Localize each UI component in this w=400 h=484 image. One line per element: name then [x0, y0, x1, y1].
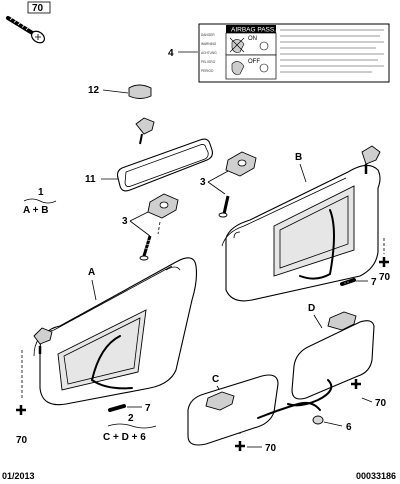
svg-text:DANGER: DANGER — [201, 33, 215, 37]
part-number-70-right: 70 — [379, 272, 391, 283]
sun-visor-a: A — [33, 257, 198, 406]
child-seat-icon — [229, 37, 269, 75]
screw-right — [222, 195, 230, 215]
part-number-box — [27, 1, 51, 14]
connector-6: 6 — [312, 415, 352, 433]
label-on: ON — [248, 36, 257, 42]
part-label-b: B — [295, 152, 302, 163]
part-number-6: 6 — [346, 422, 352, 433]
right-clip-assembly: 3 — [200, 151, 257, 218]
warning-languages-left: DANGER WARNING ACHTUNG PELIGRO PERIGO — [201, 33, 217, 73]
part-label-c: C — [212, 374, 219, 385]
part-label-a: A — [88, 267, 95, 278]
variant-2-number: 2 — [128, 413, 134, 424]
label-off: OFF — [248, 59, 260, 65]
part-number-7-left: 7 — [145, 403, 151, 414]
part-number-70-left: 70 — [16, 435, 28, 446]
variant-1-note: 1 A + B — [23, 187, 57, 216]
sun-visor-c: C — [187, 374, 321, 446]
svg-text:PELIGRO: PELIGRO — [201, 60, 216, 64]
warning-text-lines — [280, 29, 384, 73]
plus-icon — [16, 405, 26, 415]
part-number-4: 4 — [168, 48, 174, 59]
variant-1-number: 1 — [38, 187, 44, 198]
screw-icon — [6, 16, 46, 44]
svg-text:WARNING: WARNING — [201, 42, 217, 46]
screw-left — [142, 235, 152, 257]
part-number-7-right: 7 — [371, 277, 377, 288]
part-number-12: 12 — [88, 85, 100, 96]
sun-visor-b: B — [221, 145, 381, 302]
svg-text:ACHTUNG: ACHTUNG — [201, 51, 217, 55]
variant-2-note: 2 C + D + 6 — [103, 413, 157, 443]
bulb-7-right: 7 — [340, 277, 377, 288]
part-number-70-c: 70 — [265, 443, 277, 454]
plus-icon — [379, 257, 389, 267]
visor-d-clip — [327, 311, 357, 331]
fixing-70-left: 70 — [16, 350, 28, 446]
part-number-70-d: 70 — [375, 398, 387, 409]
visor-c-body — [187, 374, 279, 446]
svg-text:PERIGO: PERIGO — [201, 69, 214, 73]
part-number-11: 11 — [85, 174, 96, 185]
footer-reference: 00033186 — [355, 471, 396, 481]
visor-a-wiring — [90, 335, 133, 390]
airbag-warning-label: 4 AIRBAG PASS. ON OFF DANGER WARNING ACH… — [168, 23, 390, 83]
part-number-3-right: 3 — [200, 177, 206, 188]
visor-a-pivot — [33, 327, 53, 345]
part-number-70: 70 — [32, 3, 44, 14]
bulb-7-left: 7 — [108, 403, 151, 414]
label-title-bar — [226, 25, 276, 33]
label-title: AIRBAG PASS. — [231, 27, 276, 34]
variant-2-combo: C + D + 6 — [103, 432, 146, 443]
variant-1-combo: A + B — [23, 205, 48, 216]
mirror-cover-cap: 12 — [88, 84, 152, 99]
footer-date: 01/2013 — [2, 471, 35, 481]
sun-visor-d: D — [287, 303, 375, 407]
left-clip-assembly: 3 — [122, 193, 179, 261]
mirror-mount — [135, 117, 155, 135]
interior-mirror: 11 — [85, 117, 213, 192]
mirror-housing — [116, 138, 213, 192]
visor-b-wiring — [299, 209, 335, 280]
part-label-d: D — [308, 303, 315, 314]
visor-c-clip — [205, 391, 235, 411]
plus-icon — [351, 379, 361, 389]
visor-c-wiring — [257, 401, 321, 419]
visor-b-pivot — [361, 145, 381, 165]
plus-icon — [235, 441, 245, 451]
part-number-3-left: 3 — [122, 216, 128, 227]
fixing-70-right: 70 — [379, 238, 391, 283]
screw-reference: 70 — [6, 1, 51, 44]
visor-a-mirror-cover — [57, 309, 147, 391]
visor-d-body — [291, 320, 375, 400]
